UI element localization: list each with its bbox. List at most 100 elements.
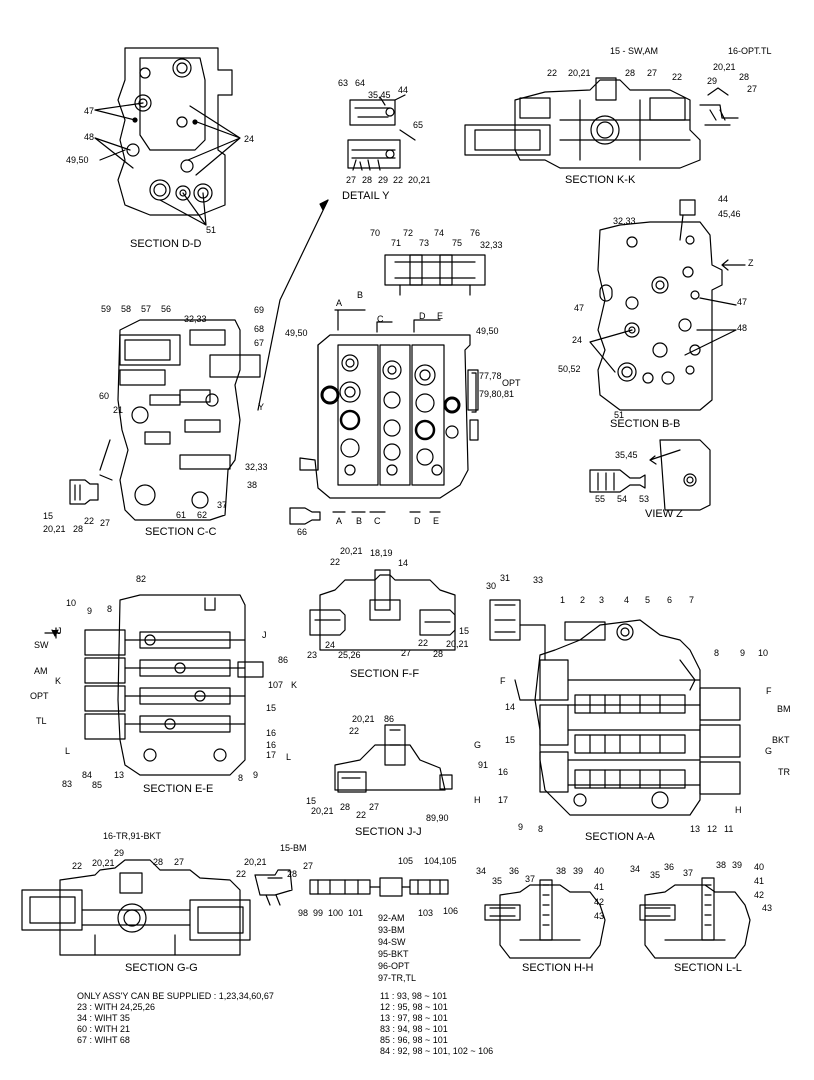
callout-main: 49,50 [285,328,308,338]
callout-ff: 15 [459,626,470,636]
callout-y: 35,45 [368,90,391,100]
callout-hh: 37 [525,874,536,884]
callout-jj: 89,90 [426,813,449,823]
callout-cc: 32,33 [184,314,207,324]
callout-ll: 34 [630,864,641,874]
callout-aa: 6 [667,595,673,605]
kit-note-96: 96-OPT [378,961,410,971]
callout-ll: 42 [754,890,765,900]
callout-kit: 98 [298,908,309,918]
callout-cc: 61 [176,510,187,520]
detail-y-pointer-head [319,199,329,211]
callout-y: 20,21 [408,175,431,185]
callout-aa: G [765,746,773,756]
callout-kit: 100 [328,908,344,918]
callout-aa: 3 [599,595,605,605]
callout-main: 32,33 [480,240,503,250]
callout-jj: 15 [306,796,317,806]
callout-dd: 49,50 [66,155,89,165]
section-jj-drawing [334,724,453,793]
callout-ll: 35 [650,870,661,880]
caption-section-jj: SECTION J-J [355,826,422,838]
callout-bb: 47 [737,297,748,307]
callout-bb: 48 [737,323,748,333]
callout-aa: 30 [486,581,497,591]
callout-gg: 27 [174,857,185,867]
callout-z: 53 [639,494,650,504]
callout-cc: 20,21 [43,524,66,534]
callout-aa: 15 [505,735,516,745]
callout-main: OPT [502,378,521,388]
callout-gg: 20,21 [92,858,115,868]
callout-hh: 43 [594,911,605,921]
callout-ll: 37 [683,868,694,878]
callout-aa: BM [777,704,791,714]
note-11: 11 : 93, 98 ~ 101 [380,991,448,1001]
callout-kk: 22 [672,72,683,82]
callout-aa: F [766,686,772,696]
callout-kit: 104,105 [424,856,457,866]
section-bb-drawing [589,199,746,411]
callout-ff: 22 [418,638,429,648]
callout-aa: 5 [645,595,651,605]
callout-ee: J [262,630,267,640]
section-hh-drawing [484,879,606,959]
callout-kk: 20,21 [713,62,736,72]
callout-kk: 20,21 [568,68,591,78]
callout-ee: 9 [87,606,93,616]
callout-bb: 47 [574,303,585,313]
callout-aa: TR [778,767,790,777]
callout-main: 75 [452,238,463,248]
callout-aa: 8 [714,648,720,658]
callout-ee: 10 [66,598,77,608]
callout-jj: 22 [356,810,367,820]
callout-main: 77,78 [479,371,502,381]
callout-kk: 27 [747,84,758,94]
callout-aa: 14 [505,702,516,712]
callout-gg: 28 [287,869,298,879]
callout-jj: 20,21 [311,806,334,816]
note-60: 60 : WITH 21 [77,1024,131,1034]
kit-note-94: 94-SW [378,937,406,947]
callout-kk: 22 [547,68,558,78]
callout-aa: 7 [689,595,695,605]
callout-y: 22 [393,175,404,185]
callout-jj: 86 [384,714,395,724]
callout-aa: 10 [758,648,769,658]
callout-cc: 27 [100,518,111,528]
callout-ee: TL [36,716,47,726]
callout-hh: 38 [556,866,567,876]
callout-z: 35,45 [615,450,638,460]
caption-section-hh: SECTION H-H [522,962,594,974]
callout-aa: 13 [690,824,701,834]
callout-ff: 23 [307,650,318,660]
callout-ff: 25,26 [338,650,361,660]
callout-main: 76 [470,228,481,238]
callout-ee: 17 [266,750,277,760]
note-85: 85 : 96, 98 ~ 101 [380,1035,448,1045]
caption-section-dd: SECTION D-D [130,238,202,250]
callout-ee: 85 [92,780,103,790]
callout-aa: 2 [580,595,586,605]
callout-bb: 51 [614,410,625,420]
callout-main: 72 [403,228,414,238]
callout-cc: 69 [254,305,265,315]
callout-ee: 107 [268,680,284,690]
callout-z: 54 [617,494,628,504]
callout-kk: 27 [647,68,658,78]
callout-cc: 68 [254,324,265,334]
caption-section-kk: SECTION K-K [565,174,636,186]
callout-main: E [433,516,440,526]
detail-y-drawing [347,94,416,171]
callout-dd: 51 [206,225,217,235]
callout-jj: 27 [369,802,380,812]
callout-y: 29 [378,175,389,185]
callout-ee: J [57,626,62,636]
callout-kit: 105 [398,856,414,866]
callout-ff: 20,21 [340,546,363,556]
section-aa-drawing [489,599,741,816]
callout-ee: OPT [30,691,49,701]
callout-cc: 67 [254,338,265,348]
callout-main: 79,80,81 [479,389,515,399]
